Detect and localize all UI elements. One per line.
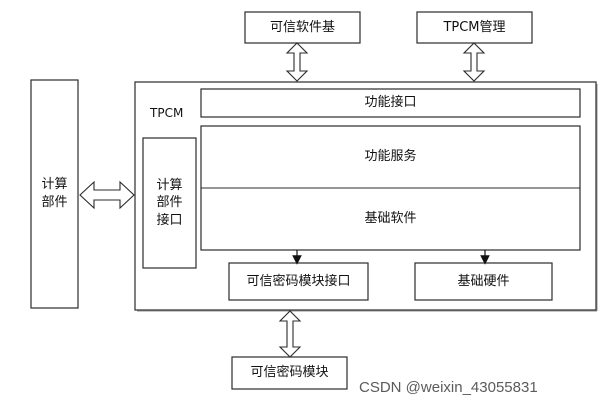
top-right-label: TPCM管理 bbox=[443, 19, 506, 35]
function-interface-label: 功能接口 bbox=[364, 95, 417, 111]
interface-label-wrap: 计算部件接口 bbox=[143, 138, 196, 268]
top-left-label: 可信软件基 bbox=[269, 19, 335, 35]
trusted-crypto-interface-box bbox=[228, 262, 369, 301]
left-component-label-wrap: 计算部件 bbox=[31, 80, 78, 308]
function-service-label-wrap: 功能服务 bbox=[201, 126, 580, 188]
base-software-label: 基础软件 bbox=[364, 211, 417, 227]
top-left-double-arrow bbox=[285, 42, 309, 82]
base-hardware-label: 基础硬件 bbox=[457, 273, 510, 289]
trusted-crypto-interface-label-wrap: 可信密码模块接口 bbox=[229, 263, 368, 300]
interface-label: 计算部件接口 bbox=[156, 177, 183, 228]
function-interface-box bbox=[200, 88, 581, 118]
trusted-crypto-interface-label: 可信密码模块接口 bbox=[246, 273, 351, 289]
top-right-label-wrap: TPCM管理 bbox=[417, 12, 532, 43]
interface-box bbox=[142, 137, 197, 269]
bottom-double-arrow bbox=[278, 310, 302, 358]
tpcm-label: TPCM bbox=[150, 106, 184, 120]
left-component-label: 计算部件 bbox=[41, 177, 68, 210]
top-right-double-arrow bbox=[462, 42, 486, 82]
function-interface-label-wrap: 功能接口 bbox=[201, 89, 580, 117]
base-hardware-box bbox=[414, 262, 553, 301]
bottom-label-wrap: 可信密码模块 bbox=[232, 357, 347, 389]
top-left-box bbox=[244, 11, 361, 44]
base-hardware-label-wrap: 基础硬件 bbox=[415, 263, 552, 300]
left-double-arrow bbox=[79, 180, 135, 210]
watermark-text: CSDN @weixin_43055831 bbox=[359, 379, 538, 396]
left-component-box bbox=[30, 79, 79, 309]
function-service-label: 功能服务 bbox=[364, 149, 417, 165]
top-right-box bbox=[416, 11, 533, 44]
bottom-label: 可信密码模块 bbox=[250, 365, 329, 381]
base-software-label-wrap: 基础软件 bbox=[201, 188, 580, 250]
top-left-label-wrap: 可信软件基 bbox=[245, 12, 360, 43]
